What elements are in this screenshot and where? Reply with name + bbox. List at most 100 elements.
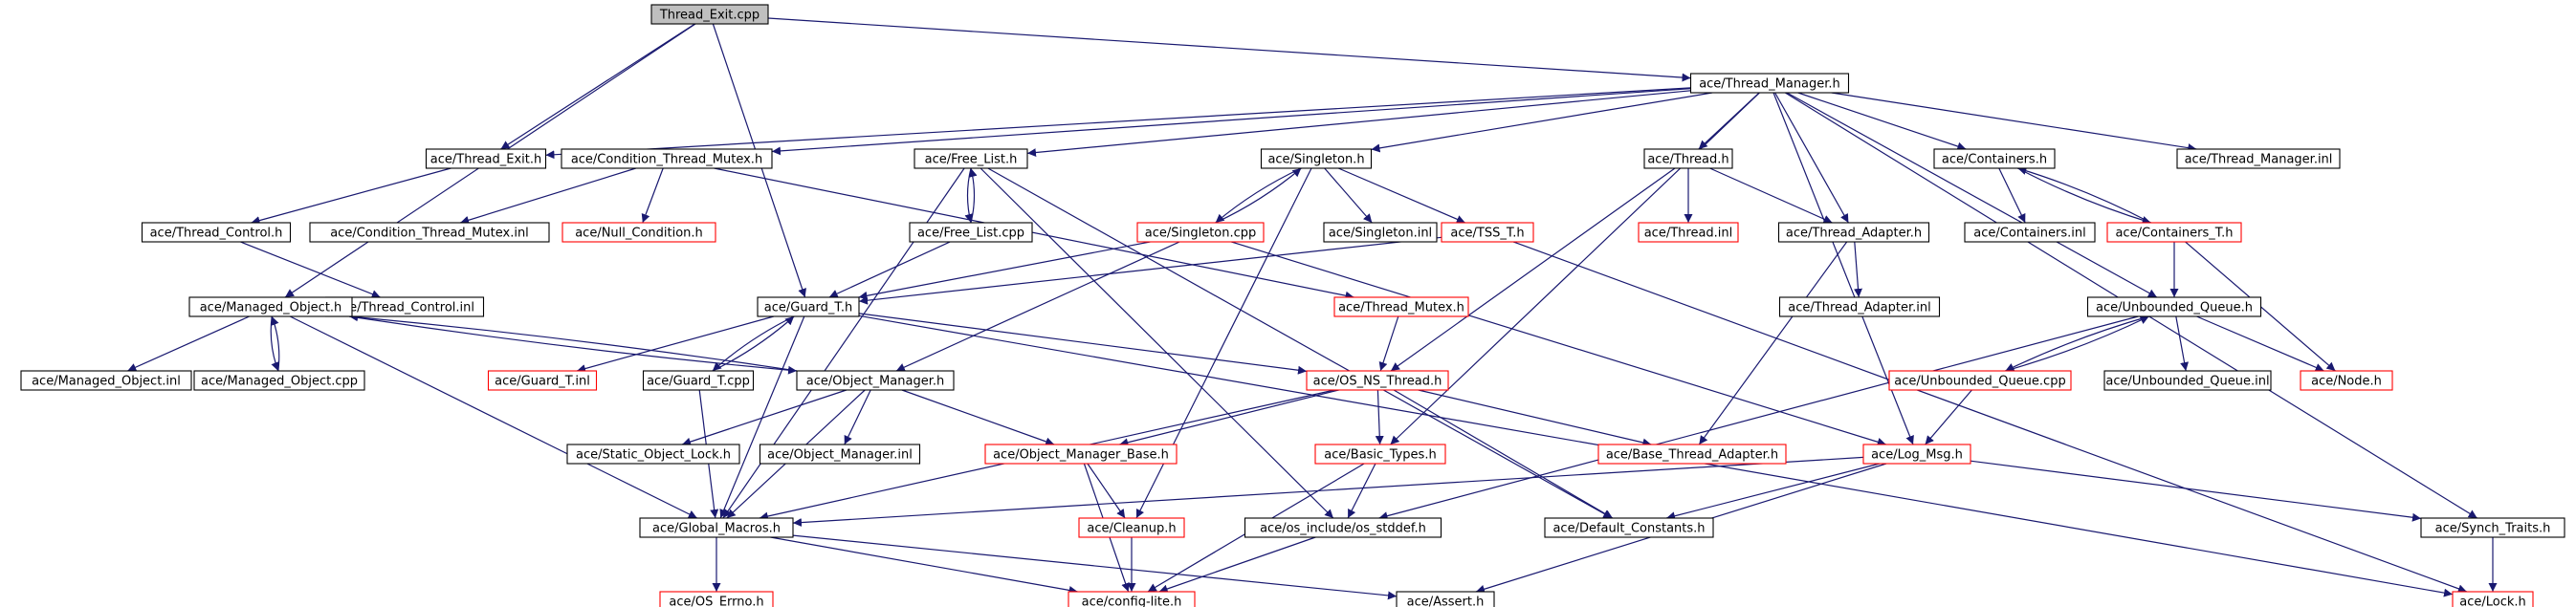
node-default-constants-h[interactable]: ace/Default_Constants.h bbox=[1544, 517, 1714, 538]
node-thread-inl[interactable]: ace/Thread.inl bbox=[1638, 222, 1739, 243]
edge-global_macros_h-to-assert_h bbox=[792, 534, 1398, 600]
node-box bbox=[1778, 296, 1941, 317]
node-os-stddef-h[interactable]: ace/os_include/os_stddef.h bbox=[1244, 517, 1442, 538]
node-thread-manager-h[interactable]: ace/Thread_Manager.h bbox=[1689, 73, 1850, 94]
node-condition-thread-mutex-h[interactable]: ace/Condition_Thread_Mutex.h bbox=[561, 148, 773, 169]
node-unbounded-queue-h[interactable]: ace/Unbounded_Queue.h bbox=[2086, 296, 2262, 317]
node-thread-control-h[interactable]: ace/Thread_Control.h bbox=[141, 222, 292, 243]
edge-containers_h-to-containers_inl bbox=[1998, 167, 2026, 224]
node-singleton-h[interactable]: ace/Singleton.h bbox=[1260, 148, 1373, 169]
edge-thread_adapter_h-to-base_thread_adapter_h bbox=[1698, 241, 1848, 445]
node-label: ace/Object_Manager_Base.h bbox=[993, 448, 1169, 463]
node-box bbox=[1544, 517, 1714, 538]
edge-tss_t_h-to-guard_t_h bbox=[858, 236, 1442, 305]
node-guard-t-h[interactable]: ace/Guard_T.h bbox=[757, 296, 860, 317]
node-assert-h[interactable]: ace/Assert.h bbox=[1396, 591, 1495, 607]
node-os-errno-h[interactable]: ace/OS_Errno.h bbox=[659, 591, 774, 607]
node-free-list-cpp[interactable]: ace/Free_List.cpp bbox=[909, 222, 1033, 243]
node-thread-adapter-inl[interactable]: ace/Thread_Adapter.inl bbox=[1778, 296, 1941, 317]
node-object-manager-inl[interactable]: ace/Object_Manager.inl bbox=[759, 444, 921, 465]
node-managed-object-inl[interactable]: ace/Managed_Object.inl bbox=[20, 370, 192, 391]
edge-managed_object_h-to-global_macros_h bbox=[289, 315, 698, 519]
node-global-macros-h[interactable]: ace/Global_Macros.h bbox=[639, 517, 794, 538]
node-null-condition-h[interactable]: ace/Null_Condition.h bbox=[561, 222, 716, 243]
node-config-lite-h[interactable]: ace/config-lite.h bbox=[1068, 591, 1196, 607]
node-label: ace/Base_Thread_Adapter.h bbox=[1606, 448, 1778, 463]
node-box bbox=[659, 591, 774, 607]
node-synch-traits-h[interactable]: ace/Synch_Traits.h bbox=[2420, 517, 2565, 538]
node-thread-mutex-h[interactable]: ace/Thread_Mutex.h bbox=[1333, 296, 1469, 317]
node-box bbox=[561, 148, 773, 169]
edge-thread_manager_h-to-thread_adapter_h bbox=[1774, 92, 1849, 224]
node-free-list-h[interactable]: ace/Free_List.h bbox=[914, 148, 1028, 169]
node-label: ace/Managed_Object.h bbox=[200, 301, 342, 315]
node-box bbox=[639, 517, 794, 538]
node-box bbox=[487, 370, 598, 391]
node-object-manager-base-h[interactable]: ace/Object_Manager_Base.h bbox=[984, 444, 1178, 465]
node-basic-types-h[interactable]: ace/Basic_Types.h bbox=[1314, 444, 1446, 465]
node-managed-object-cpp[interactable]: ace/Managed_Object.cpp bbox=[193, 370, 365, 391]
edge-object_manager_h-to-object_manager_inl bbox=[844, 389, 871, 445]
node-box bbox=[1777, 222, 1930, 243]
node-box bbox=[1396, 591, 1495, 607]
node-singleton-cpp[interactable]: ace/Singleton.cpp bbox=[1136, 222, 1265, 243]
edge-unbounded_queue_cpp-to-log_msg_h bbox=[1925, 389, 1972, 445]
node-containers-t-h[interactable]: ace/Containers_T.h bbox=[2106, 222, 2242, 243]
node-os-ns-thread-h[interactable]: ace/OS_NS_Thread.h bbox=[1306, 370, 1449, 391]
node-label: ace/Singleton.cpp bbox=[1145, 227, 1257, 241]
edge-thread_manager_h-to-containers_h bbox=[1797, 92, 1967, 151]
node-label: ace/Thread_Manager.inl bbox=[2185, 153, 2333, 167]
node-thread-control-inl[interactable]: ace/Thread_Control.inl bbox=[324, 296, 485, 317]
edge-thread_manager_h-to-unbounded_queue_h bbox=[1786, 92, 2158, 298]
node-node-h[interactable]: ace/Node.h bbox=[2300, 370, 2393, 391]
node-unbounded-queue-inl[interactable]: ace/Unbounded_Queue.inl bbox=[2103, 370, 2272, 391]
node-log-msg-h[interactable]: ace/Log_Msg.h bbox=[1862, 444, 1971, 465]
node-label: ace/Thread_Adapter.h bbox=[1786, 227, 1922, 241]
node-label: ace/Guard_T.h bbox=[764, 301, 852, 315]
edge-singleton_cpp-to-object_manager_h bbox=[895, 241, 1180, 372]
node-label: ace/Unbounded_Queue.cpp bbox=[1894, 375, 2065, 389]
node-lock-h[interactable]: ace/Lock.h bbox=[2452, 591, 2534, 607]
node-thread-adapter-h[interactable]: ace/Thread_Adapter.h bbox=[1777, 222, 1930, 243]
node-box bbox=[20, 370, 192, 391]
edge-free_list_h-to-default_constants_h bbox=[987, 167, 1613, 519]
node-box bbox=[2086, 296, 2262, 317]
node-cleanup-h[interactable]: ace/Cleanup.h bbox=[1078, 517, 1185, 538]
node-condition-thread-mutex-inl[interactable]: ace/Condition_Thread_Mutex.inl bbox=[309, 222, 550, 243]
edge-thread_manager_h-to-thread_exit_h bbox=[545, 87, 1691, 160]
node-containers-inl[interactable]: ace/Containers.inl bbox=[1964, 222, 2096, 243]
node-guard-t-cpp[interactable]: ace/Guard_T.cpp bbox=[642, 370, 755, 391]
node-box bbox=[188, 296, 353, 317]
edge-thread_manager_h-to-condition_thread_mutex_h bbox=[771, 88, 1691, 156]
node-singleton-inl[interactable]: ace/Singleton.inl bbox=[1323, 222, 1438, 243]
node-box bbox=[984, 444, 1178, 465]
node-box bbox=[1068, 591, 1196, 607]
node-label: ace/Global_Macros.h bbox=[652, 522, 781, 536]
node-box bbox=[1964, 222, 2096, 243]
node-thread-h[interactable]: ace/Thread.h bbox=[1643, 148, 1733, 169]
node-label: ace/Unbounded_Queue.h bbox=[2096, 301, 2253, 315]
node-static-object-lock-h[interactable]: ace/Static_Object_Lock.h bbox=[566, 444, 740, 465]
node-box bbox=[759, 444, 921, 465]
node-thread-manager-inl[interactable]: ace/Thread_Manager.inl bbox=[2176, 148, 2341, 169]
node-containers-h[interactable]: ace/Containers.h bbox=[1933, 148, 2056, 169]
node-unbounded-queue-cpp[interactable]: ace/Unbounded_Queue.cpp bbox=[1888, 370, 2072, 391]
node-managed-object-h[interactable]: ace/Managed_Object.h bbox=[188, 296, 353, 317]
node-object-manager-h[interactable]: ace/Object_Manager.h bbox=[796, 370, 955, 391]
node-guard-t-inl[interactable]: ace/Guard_T.inl bbox=[487, 370, 598, 391]
node-tss-t-h[interactable]: ace/TSS_T.h bbox=[1441, 222, 1534, 243]
node-label: ace/Free_List.cpp bbox=[917, 227, 1024, 241]
node-box bbox=[1638, 222, 1739, 243]
node-base-thread-adapter-h[interactable]: ace/Base_Thread_Adapter.h bbox=[1597, 444, 1787, 465]
node-thread-exit-h[interactable]: ace/Thread_Exit.h bbox=[425, 148, 547, 169]
node-label: ace/Singleton.inl bbox=[1329, 227, 1432, 241]
edge-unbounded_queue_h-to-node_h bbox=[2196, 315, 2324, 372]
node-box bbox=[425, 148, 547, 169]
node-label: ace/Containers.h bbox=[1942, 153, 2047, 167]
node-box bbox=[1306, 370, 1449, 391]
node-box bbox=[642, 370, 755, 391]
edge-thread_exit_cpp-to-thread_exit_h bbox=[500, 23, 695, 150]
node-box bbox=[1136, 222, 1265, 243]
edge-guard_t_h-to-global_macros_h bbox=[719, 315, 805, 519]
nodes-layer: Thread_Exit.cppace/Thread_Manager.hace/T… bbox=[20, 4, 2565, 607]
